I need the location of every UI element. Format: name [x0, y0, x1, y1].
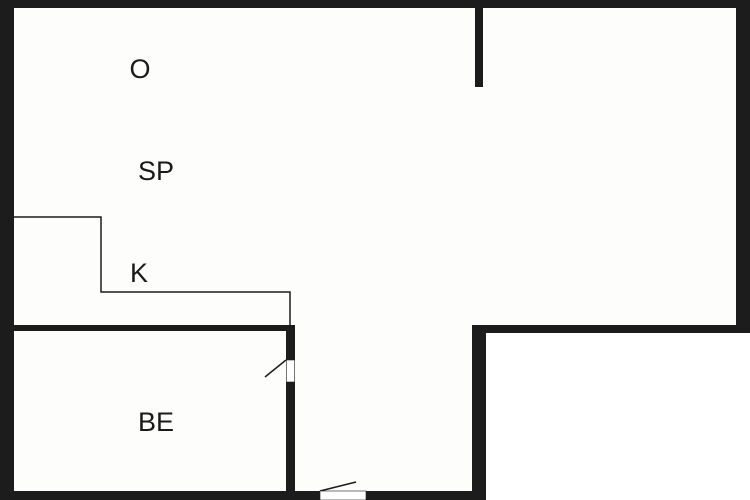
wall-step-horizontal [472, 325, 750, 333]
wall-left [0, 0, 14, 500]
bedroom-door [264, 359, 287, 378]
wall-bedroom-side-upper [286, 325, 295, 360]
kitchen-counter [14, 216, 291, 325]
fixtures [14, 216, 367, 500]
entrance-door-opening [319, 490, 367, 500]
floor-main [14, 8, 736, 326]
wall-partition-top [475, 8, 483, 87]
wall-bedroom-top [14, 325, 295, 331]
wall-step-vertical [472, 325, 486, 500]
room-label-be: BE [138, 407, 174, 437]
wall-bottom-left [0, 491, 320, 500]
floor-lower [14, 326, 474, 491]
room-label-sp: SP [138, 156, 174, 186]
room-label-o: O [129, 54, 150, 84]
wall-bottom-right [366, 491, 486, 500]
wall-right [736, 0, 750, 332]
wall-bedroom-side-lower [286, 382, 295, 492]
room-label-k: K [130, 258, 148, 288]
wall-top [0, 0, 750, 8]
bedroom-door-opening [286, 359, 295, 383]
entrance-door [319, 481, 357, 492]
